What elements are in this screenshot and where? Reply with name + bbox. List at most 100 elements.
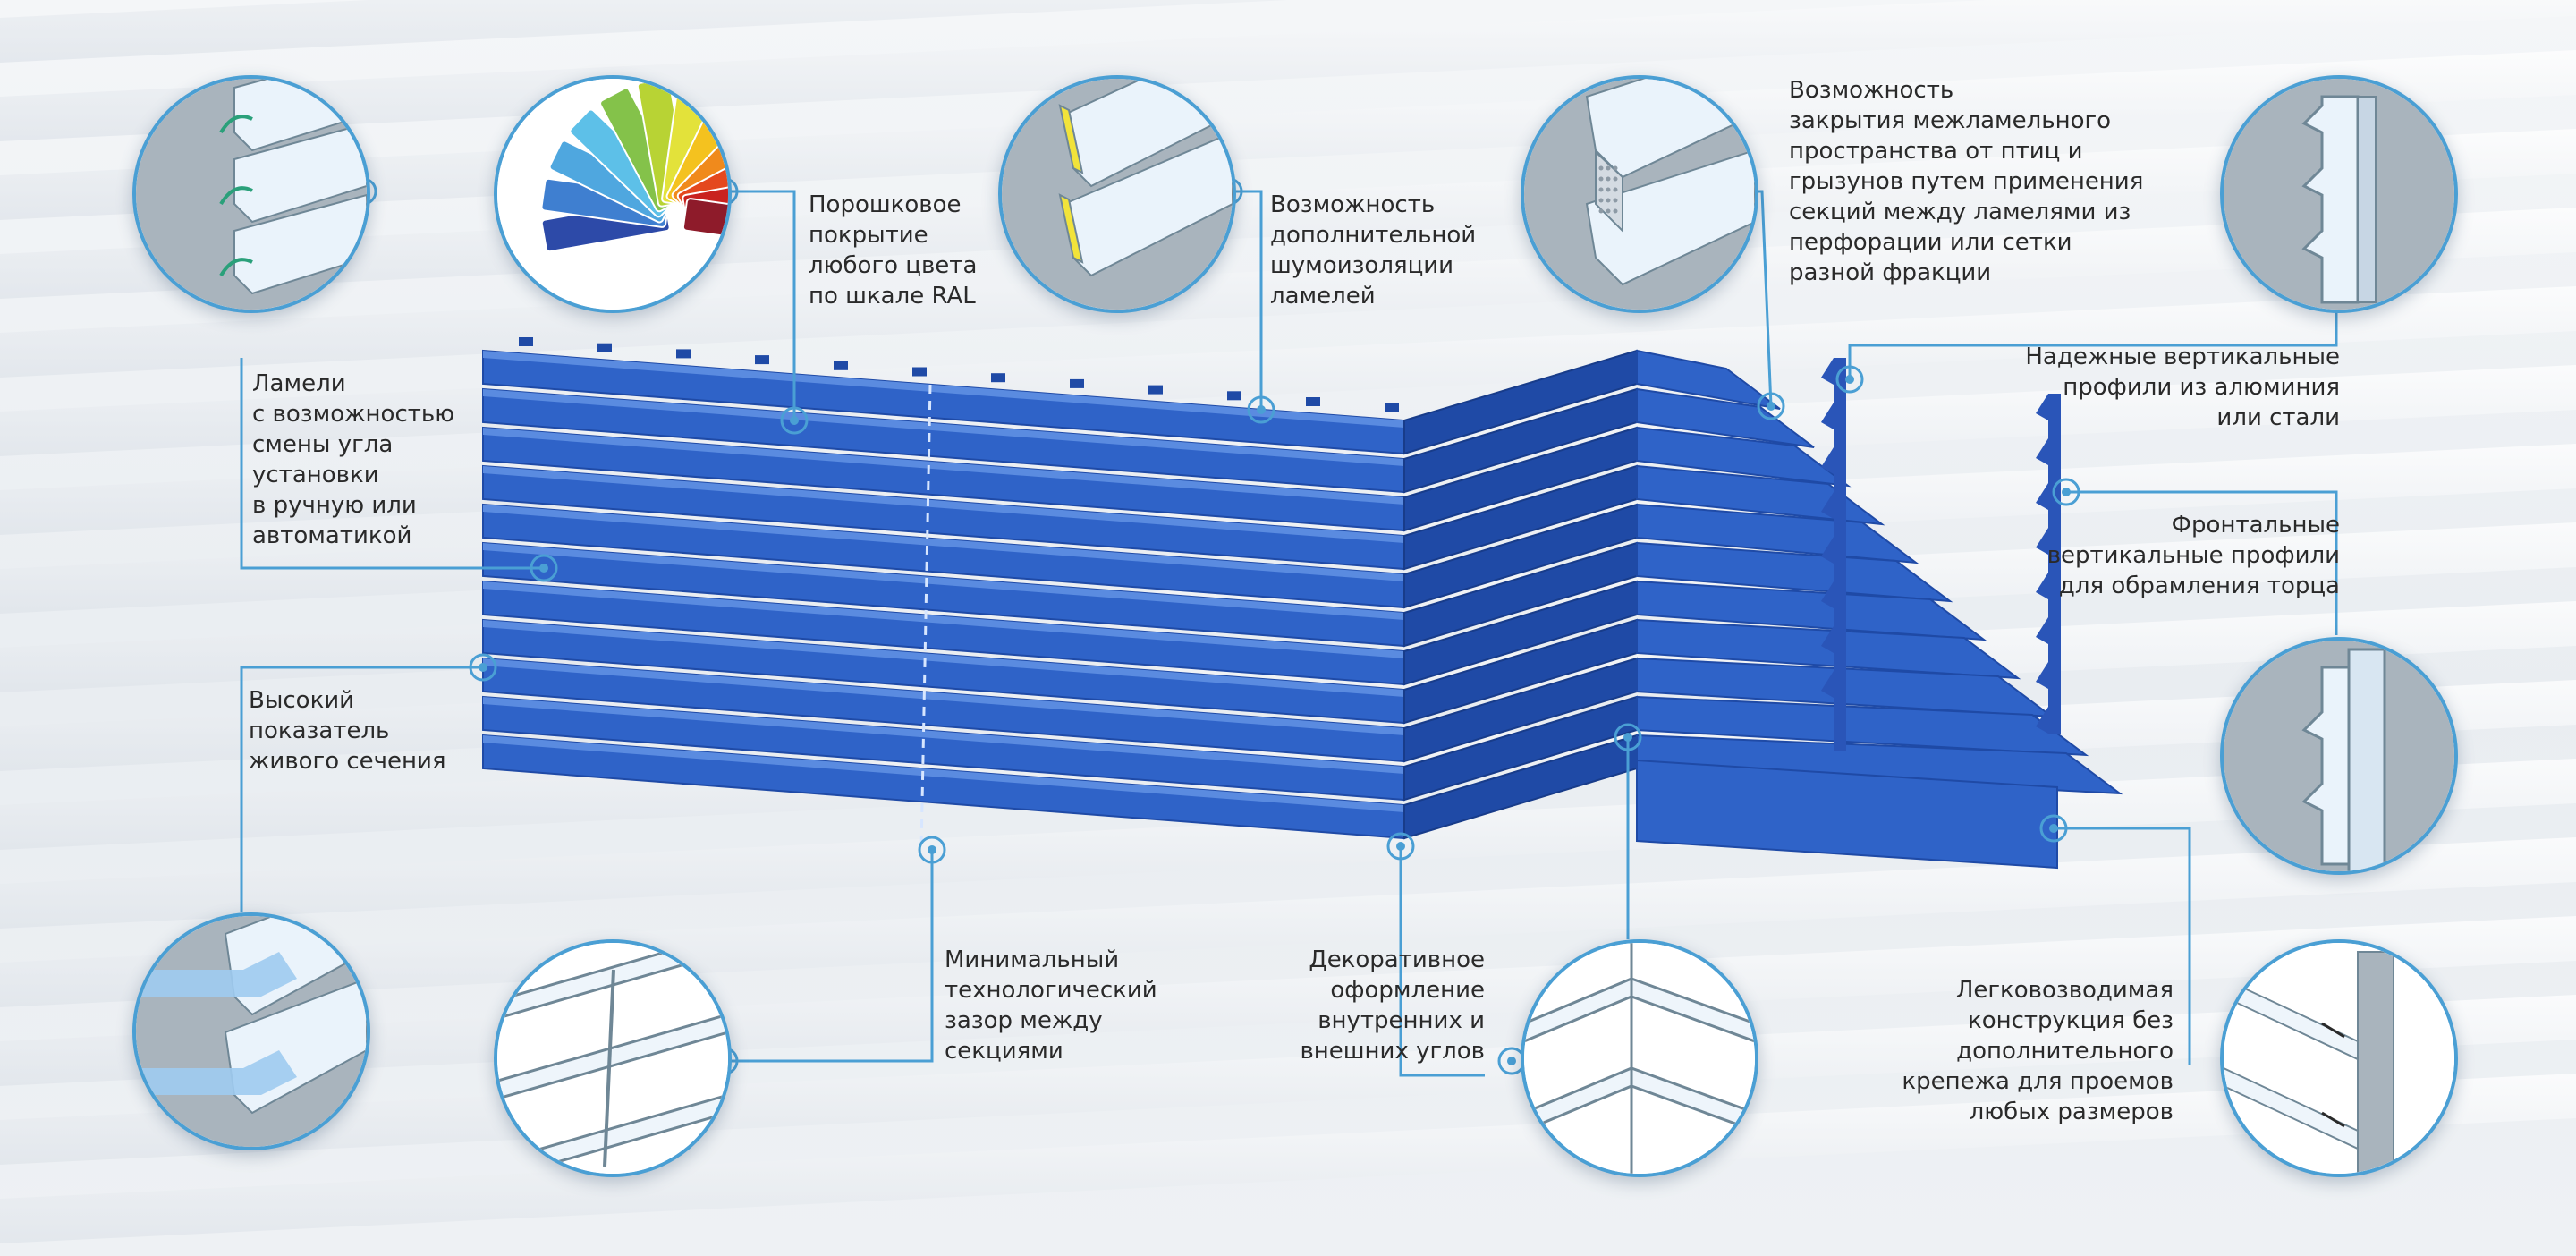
- section-seam: [919, 384, 932, 851]
- callout-line: [2054, 827, 2191, 1065]
- label-corners: Декоративное оформление внутренних и вне…: [1300, 946, 1485, 1065]
- callout-dot-center: [1257, 405, 1266, 414]
- mesh-hole: [1598, 198, 1604, 203]
- profile-tooth: [1821, 403, 1834, 429]
- callout-dot-center: [1845, 375, 1854, 384]
- slat-clip: [676, 349, 691, 359]
- background-slat: [0, 0, 1288, 63]
- callout-dot: [2039, 814, 2068, 843]
- slat-highlight: [483, 466, 1404, 543]
- profile-tooth: [1821, 447, 1834, 474]
- slat-right: [1636, 695, 2089, 757]
- slat-clip: [1385, 403, 1399, 412]
- slat-highlight: [483, 581, 1404, 658]
- slat-clip: [1306, 397, 1320, 406]
- callout-dot: [1247, 395, 1275, 424]
- mesh-hole: [1613, 165, 1618, 171]
- fan-blade-swatch: [682, 198, 728, 249]
- callout-dot-center: [2049, 824, 2058, 833]
- badge-corner-trim: [1521, 939, 1758, 1177]
- label-noise-insulation: Возможность дополнительной шумоизоляции …: [1270, 191, 1477, 310]
- mesh-hole: [1613, 198, 1618, 203]
- callout-dot: [530, 554, 558, 582]
- label-free-area: Высокий показатель живого сечения: [249, 687, 446, 775]
- badge-noise-insulation: [998, 75, 1236, 313]
- callout-dot-center: [1767, 402, 1775, 411]
- rotate-arrow-icon: [219, 258, 253, 277]
- mesh-hole: [1598, 165, 1604, 171]
- rotate-arrow-icon: [219, 186, 253, 206]
- callout-dot-center: [2062, 488, 2071, 496]
- slat-highlight: [483, 697, 1404, 774]
- mesh-hole: [1606, 187, 1611, 192]
- callout-line: [240, 666, 483, 912]
- callout-line: [2066, 490, 2338, 635]
- airflow-arrow-icon: [136, 1050, 297, 1095]
- label-min-gap: Минимальный технологический зазор между …: [945, 946, 1157, 1065]
- label-vertical-profiles: Надежные вертикальные профили из алюмини…: [2025, 344, 2340, 431]
- mesh-hole: [1598, 208, 1604, 214]
- slat-clip: [991, 373, 1005, 383]
- label-powder-coating: Порошковое покрытие любого цвета по шкал…: [809, 191, 978, 310]
- slat-clip: [1148, 385, 1163, 395]
- label-front-profiles: Фронтальные вертикальные профили для обр…: [2046, 512, 2340, 599]
- slat-right: [1636, 541, 1953, 603]
- mesh-hole: [1606, 208, 1611, 214]
- profile-tooth: [1821, 581, 1834, 608]
- badge-ral-palette: [494, 75, 732, 313]
- badge-easy-install: [2220, 939, 2458, 1177]
- background-slat: [0, 1074, 2576, 1243]
- mesh-hole: [1606, 165, 1611, 171]
- vertical-profile: [1834, 358, 1846, 751]
- slat-highlight: [483, 620, 1404, 697]
- slat-right: [1636, 349, 1781, 410]
- callout-dot: [1757, 392, 1785, 420]
- profile-tooth: [2036, 438, 2048, 465]
- badge-slat-angle: [132, 75, 370, 313]
- slat-highlight: [483, 543, 1404, 620]
- profile-tooth: [2036, 528, 2048, 555]
- profile-tooth: [1821, 358, 1834, 385]
- badge-mesh-protection: [1521, 75, 1758, 313]
- callout-dot: [1386, 832, 1415, 861]
- blue-louver-panel: [482, 337, 2123, 870]
- callout-dot: [780, 406, 809, 435]
- mesh-hole: [1613, 187, 1618, 192]
- background-slat: [0, 208, 2576, 378]
- slat-right: [1636, 426, 1852, 488]
- ral-color-fan-icon: [540, 79, 728, 253]
- profile-tooth: [2036, 573, 2048, 599]
- rotate-arrow-icon: [219, 115, 253, 134]
- slat-highlight: [483, 505, 1404, 581]
- slat-clip: [755, 355, 769, 365]
- badge-airflow: [132, 912, 370, 1150]
- profile-tooth: [1821, 492, 1834, 519]
- profile-tooth: [2036, 662, 2048, 689]
- callout-dot: [918, 836, 946, 864]
- profile-tooth: [2036, 394, 2048, 420]
- mesh-hole: [1606, 198, 1611, 203]
- mesh-hole: [1598, 176, 1604, 182]
- slat-highlight: [483, 389, 1404, 466]
- profile-tooth: [1821, 626, 1834, 653]
- callout-dot: [2052, 478, 2080, 506]
- slat-clip: [597, 343, 612, 352]
- callout-dot: [1614, 723, 1642, 751]
- callout-line: [724, 190, 796, 420]
- callout-dot-center: [1623, 733, 1632, 742]
- slat-right: [1636, 464, 1885, 526]
- callout-dot-center: [1396, 842, 1405, 851]
- callout-line: [724, 850, 934, 1063]
- badge-section-gap: [494, 939, 732, 1177]
- mesh-icon: [1598, 165, 1618, 214]
- mesh-hole: [1598, 187, 1604, 192]
- profile-tooth: [1821, 671, 1834, 698]
- slat-highlight: [483, 351, 1404, 428]
- callout-line: [1399, 846, 1485, 1077]
- callout-dot-center: [479, 663, 487, 672]
- callout-dot-center: [539, 564, 548, 573]
- arrow-icon: [2321, 1022, 2345, 1039]
- slat-clip: [1070, 378, 1084, 388]
- slat-clip: [912, 367, 927, 377]
